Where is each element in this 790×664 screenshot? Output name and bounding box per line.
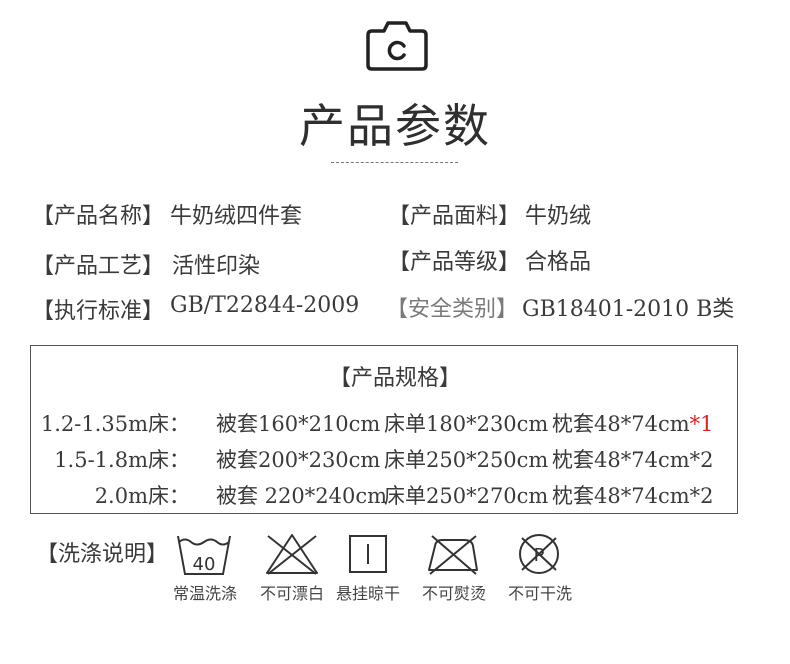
care-caption: 不可漂白	[259, 584, 324, 603]
spec-box	[30, 345, 738, 514]
spec-row-size: 2.0m床：	[94, 484, 190, 508]
param-value-grade: 合格品	[525, 250, 592, 275]
spec-row-duvet: 被套 220*240cm	[216, 484, 388, 508]
spec-row-size: 1.2-1.35m床：	[40, 412, 190, 436]
wash-40-icon: 40	[177, 535, 231, 575]
care-caption: 常温洗涤	[172, 584, 237, 603]
spec-row-pillow-size: 枕套48*74cm	[552, 484, 690, 508]
param-label-grade: 【产品等级】	[388, 250, 521, 275]
title-divider	[331, 162, 458, 163]
param-value-fabric: 牛奶绒	[525, 204, 592, 229]
param-value-standard: GB/T22844-2009	[170, 293, 360, 318]
spec-title: 【产品规格】	[328, 366, 461, 391]
param-value-name: 牛奶绒四件套	[170, 204, 303, 229]
spec-row-size: 1.5-1.8m床：	[54, 448, 190, 472]
spec-row-duvet: 被套200*230cm	[216, 448, 381, 472]
spec-row-pillow: 枕套48*74cm*2	[552, 444, 714, 474]
param-label-standard: 【执行标准】	[32, 299, 165, 324]
param-label-name: 【产品名称】	[32, 204, 165, 229]
page-title: 产品参数	[299, 99, 491, 153]
svg-text:P: P	[534, 545, 545, 566]
no-iron-icon	[428, 535, 478, 575]
spec-row-pillow-count: *1	[689, 412, 714, 436]
hang-dry-icon	[349, 535, 387, 573]
care-caption: 不可熨烫	[421, 584, 486, 603]
care-caption: 不可干洗	[507, 584, 572, 603]
spec-row-sheet: 床单250*270cm	[384, 484, 549, 508]
camera-icon	[366, 21, 428, 71]
spec-row-duvet: 被套160*210cm	[216, 412, 381, 436]
spec-row-pillow-count: *2	[689, 448, 714, 472]
param-value-process: 活性印染	[172, 254, 261, 279]
param-label-process: 【产品工艺】	[32, 254, 165, 279]
param-value-safety: GB18401-2010 B类	[522, 297, 735, 322]
param-label-safety: 【安全类别】	[386, 297, 519, 322]
wash-temp: 40	[193, 554, 216, 575]
no-bleach-icon	[266, 534, 318, 575]
spec-row-sheet: 床单180*230cm	[384, 412, 549, 436]
care-caption: 悬挂晾干	[335, 584, 400, 603]
no-dry-clean-icon: P	[519, 534, 559, 574]
param-label-fabric: 【产品面料】	[388, 204, 521, 229]
spec-row-pillow: 枕套48*74cm*2	[552, 480, 714, 510]
spec-row-pillow: 枕套48*74cm*1	[552, 408, 714, 438]
care-label: 【洗涤说明】	[36, 542, 169, 567]
spec-row-pillow-count: *2	[689, 484, 714, 508]
spec-row-pillow-size: 枕套48*74cm	[552, 412, 690, 436]
spec-row-pillow-size: 枕套48*74cm	[552, 448, 690, 472]
spec-row-sheet: 床单250*250cm	[384, 448, 549, 472]
